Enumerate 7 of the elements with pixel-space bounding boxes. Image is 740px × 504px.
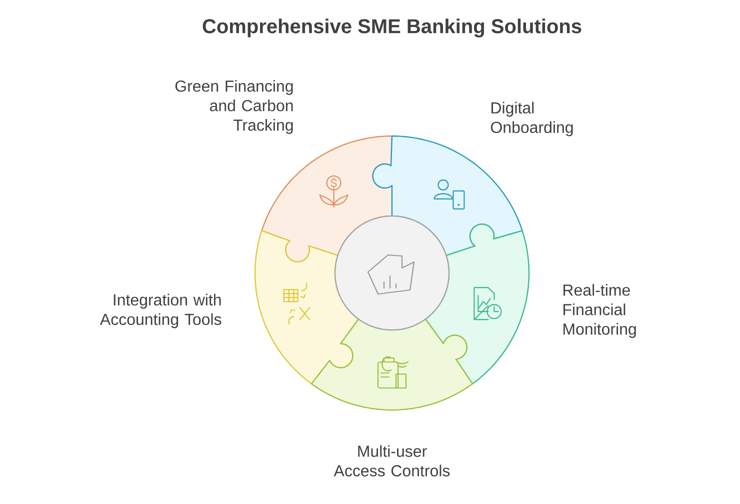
title: Comprehensive SME Banking Solutions <box>202 18 582 38</box>
segment-label: Multi-user Access Controls <box>334 445 450 476</box>
segment-label: Green Financing and Carbon Tracking <box>175 80 293 134</box>
segment-label: Integration with Accounting Tools <box>100 294 222 328</box>
segment-label: Digital Onboarding <box>490 102 573 136</box>
center-circle <box>334 215 450 331</box>
segment-label: Real-time Financial Monitoring <box>564 284 636 338</box>
